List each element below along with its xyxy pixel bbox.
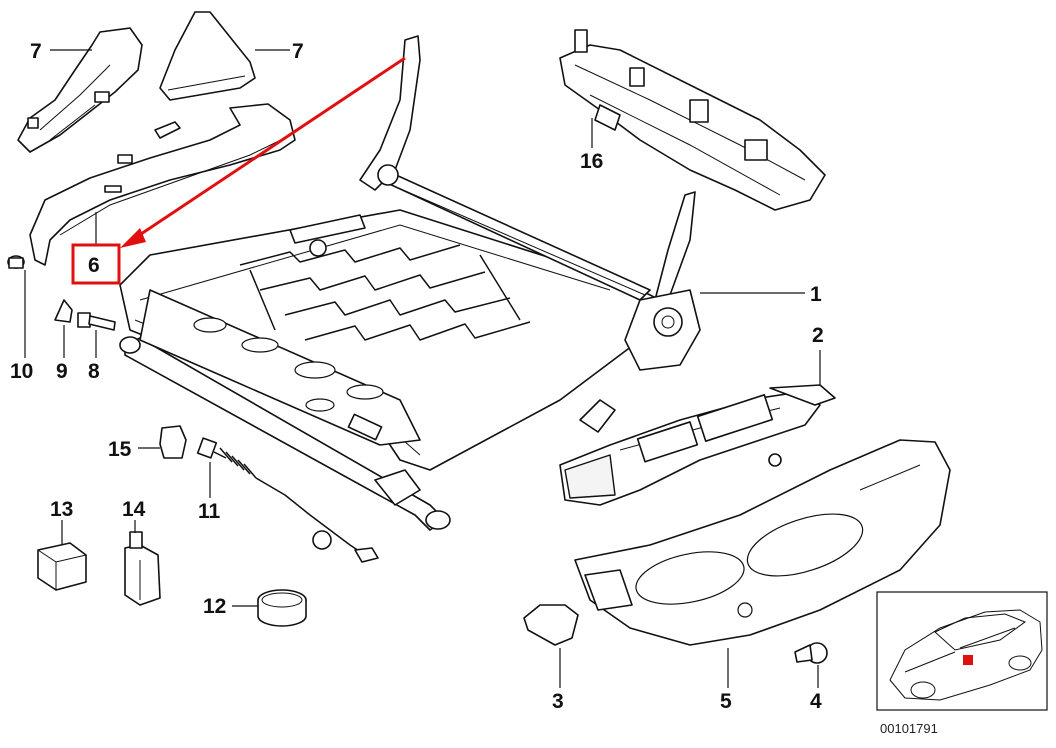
part-2-adjuster-mechanism[interactable] (559, 384, 836, 506)
part-7-right-trim-cap[interactable] (159, 11, 256, 101)
part-13-spacer-block[interactable] (37, 542, 87, 591)
callout-13: 13 (50, 498, 73, 521)
callout-7-right: 7 (292, 40, 304, 63)
callout-12: 12 (203, 595, 226, 618)
part-9-clip[interactable] (54, 299, 73, 323)
callout-14: 14 (122, 498, 146, 521)
callout-10: 10 (10, 360, 33, 383)
part-5-front-trim-cover[interactable] (574, 439, 951, 646)
part-14-connector-housing[interactable] (124, 531, 161, 606)
part-8-bolt[interactable] (77, 312, 116, 331)
part-7-left-trim-cover[interactable] (17, 27, 143, 153)
callout-6: 6 (88, 254, 100, 277)
callout-2: 2 (812, 324, 824, 347)
callout-15: 15 (108, 438, 132, 461)
part-15-retaining-clip[interactable] (159, 425, 187, 459)
highlight-box-part-6[interactable] (71, 243, 121, 285)
callout-16: 16 (580, 150, 603, 173)
part-6-side-trim-panel[interactable] (29, 103, 296, 266)
callout-9: 9 (56, 360, 68, 383)
callout-7-left: 7 (30, 40, 42, 63)
part-3-end-cap[interactable] (523, 604, 579, 646)
callout-4: 4 (810, 690, 822, 713)
callout-8: 8 (88, 360, 100, 383)
diagram-reference-code: 00101791 (880, 721, 938, 736)
highlight-arrow (120, 56, 406, 248)
part-4-fastener-clip[interactable] (794, 642, 828, 664)
part-11-release-cable[interactable] (196, 437, 379, 563)
part-10-screw[interactable] (7, 255, 25, 269)
callout-5: 5 (720, 690, 732, 713)
part-12-ring[interactable] (257, 589, 307, 627)
part-1-seat-frame[interactable] (119, 35, 701, 531)
callout-1: 1 (810, 283, 822, 306)
callout-3: 3 (552, 690, 564, 713)
car-silhouette-icon (876, 591, 1048, 711)
part-16-rear-carrier[interactable] (559, 29, 826, 211)
leader-lines (24, 49, 821, 688)
callout-11: 11 (198, 500, 221, 523)
